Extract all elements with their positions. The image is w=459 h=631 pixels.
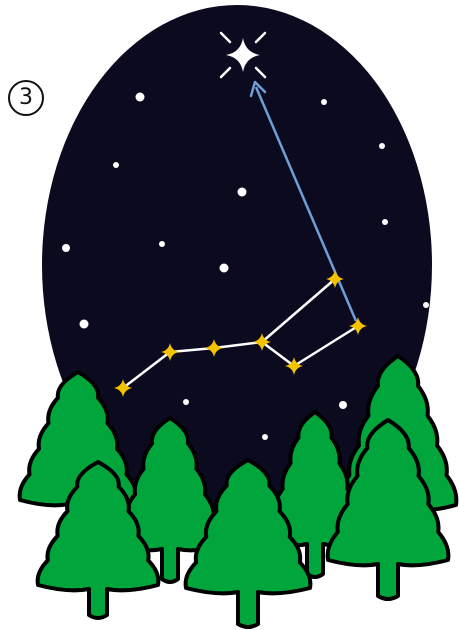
star-dot (321, 99, 327, 105)
star-dot (62, 244, 70, 252)
star-dot (423, 302, 429, 308)
star-dot (238, 188, 247, 197)
star-dot (379, 143, 385, 149)
star-dot (262, 434, 268, 440)
star-dot (113, 162, 119, 168)
star-dot (220, 264, 229, 273)
star-dot (382, 219, 388, 225)
star-dot (136, 93, 145, 102)
star-dot (159, 241, 165, 247)
star-dot (80, 320, 89, 329)
north-star-icon (221, 33, 265, 77)
star-dot (339, 401, 347, 409)
star-dot (183, 399, 189, 405)
